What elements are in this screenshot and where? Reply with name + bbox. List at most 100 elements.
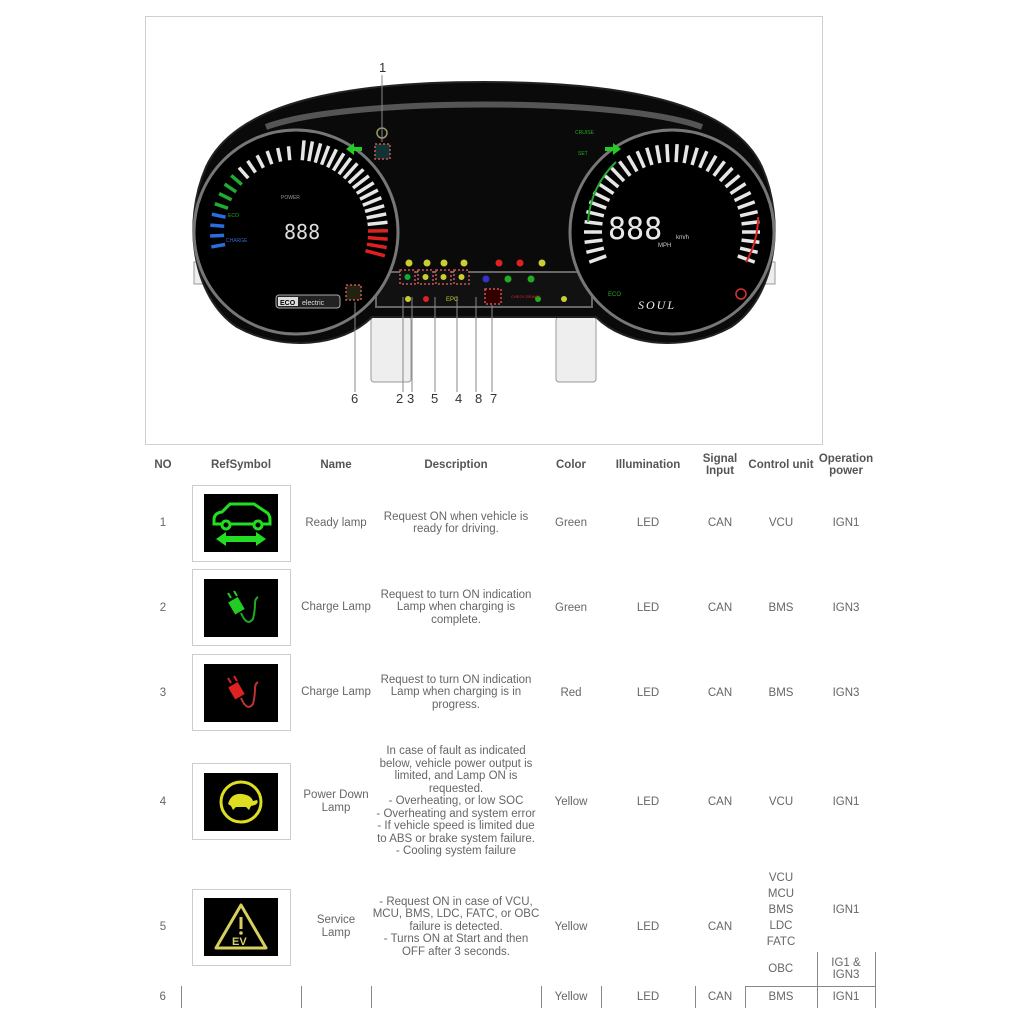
- gauge-segment: [597, 182, 615, 195]
- ref-symbol: [191, 654, 291, 731]
- callout-7: 7: [490, 391, 498, 406]
- gauge-segment: [223, 182, 238, 194]
- row-control-unit: VCU MCU BMS LDC FATC: [766, 872, 796, 948]
- header-illumination: Illumination: [615, 459, 681, 471]
- warning-lamp-icon: [538, 259, 546, 267]
- ref-symbol: [191, 484, 291, 562]
- gauge-segment: [331, 152, 346, 172]
- row-symbol-empty: [181, 986, 302, 1008]
- gauge-segment: [737, 200, 756, 210]
- gauge-segment: [682, 145, 690, 164]
- gauge-segment: [741, 220, 760, 226]
- callout-3: 3: [407, 391, 415, 406]
- warning-lamp-icon: [516, 259, 524, 267]
- gauge-segment: [307, 141, 315, 162]
- callout-8: 8: [475, 391, 483, 406]
- ref-symbol: [191, 763, 291, 840]
- gauge-segment: [218, 192, 233, 202]
- header-color: Color: [555, 459, 587, 471]
- charge-zone-label: CHARGE: [226, 238, 248, 244]
- row-name: Charge Lamp: [301, 601, 371, 613]
- indicator-lamp-icon: [422, 274, 429, 280]
- warning-lamp-icon: [440, 259, 448, 267]
- svg-text:electric: electric: [302, 300, 325, 307]
- leader-lines: [354, 75, 493, 392]
- gauge-segment: [214, 202, 229, 210]
- table-header-row: NO RefSymbol Name Description Color Illu…: [145, 449, 875, 481]
- row-signal-input: CAN: [707, 517, 733, 529]
- gauge-segment: [741, 238, 760, 244]
- row-operation-power: IGN3: [832, 601, 860, 614]
- callout-box-1: [374, 143, 391, 160]
- row-color: Yellow: [541, 986, 602, 1008]
- gauge-segment: [300, 140, 306, 161]
- row-description: In case of fault as indicated below, veh…: [376, 745, 536, 858]
- cruise-label: CRUISE: [575, 130, 595, 136]
- row-no: 3: [159, 686, 167, 699]
- eco-zone-label: ECO: [228, 213, 239, 219]
- gauge-segment: [367, 220, 388, 227]
- gauge-segment: [635, 150, 646, 169]
- gauge-segment: [610, 166, 626, 183]
- row-description: Request to turn ON indication Lamp when …: [380, 588, 532, 626]
- row-illumination: LED: [636, 517, 660, 529]
- epc-indicator: EPC: [446, 297, 459, 303]
- row-operation-power: IGN3: [832, 686, 860, 699]
- gauge-segment: [364, 204, 385, 214]
- row-signal-input: CAN: [707, 921, 733, 933]
- gauge-segment: [210, 233, 225, 238]
- callout-box-7: [484, 288, 502, 305]
- gauge-segment: [665, 144, 670, 163]
- right-gauge-ring: [568, 128, 776, 336]
- row-no: 4: [159, 795, 167, 808]
- speed-gauge-bars: [584, 144, 760, 264]
- gauge-segment: [342, 162, 359, 180]
- svg-text:EV: EV: [232, 936, 247, 948]
- table-row: 1 Ready lamp Request ON when vehicle is …: [145, 481, 875, 565]
- gauge-segment: [347, 168, 365, 185]
- turtle-power-down-icon: [219, 780, 263, 823]
- table-row-sub: OBC IG1 & IGN3: [145, 952, 876, 986]
- warning-lamp-icon: [405, 259, 413, 267]
- gauge-segment: [588, 200, 607, 210]
- row-operation-power-extra: IG1 & IGN3: [816, 952, 876, 986]
- row-description-empty: [371, 986, 542, 1008]
- gauge-segment: [367, 235, 388, 241]
- eco-indicator: ECO: [608, 292, 621, 298]
- gauge-segment: [275, 147, 283, 163]
- row-illumination: LED: [636, 795, 660, 808]
- header-refsymbol: RefSymbol: [210, 459, 272, 471]
- row-illumination: LED: [636, 601, 660, 614]
- gauge-segment: [674, 144, 679, 163]
- gauge-segment: [698, 150, 709, 169]
- table-row: 3 Charge Lamp Request to turn ON indicat…: [145, 650, 875, 735]
- gauge-segment: [265, 150, 274, 165]
- ref-symbol: [191, 569, 291, 646]
- eco-electric-badge: ECO electric: [275, 294, 341, 309]
- row-signal-input: CAN: [707, 601, 733, 614]
- gauge-segment: [739, 246, 759, 254]
- gauge-segment: [230, 174, 243, 186]
- ready-lamp-icon: [212, 502, 272, 546]
- redline-arc: [745, 216, 760, 263]
- row-no: 2: [159, 601, 167, 614]
- gauge-segment: [366, 212, 387, 220]
- ref-symbol: EV: [191, 888, 291, 966]
- row-name: Charge Lamp: [301, 686, 371, 698]
- light-indicator-icon: [482, 275, 490, 283]
- gauge-segment: [592, 190, 611, 203]
- row-color: Yellow: [554, 795, 588, 808]
- row-color: Green: [555, 601, 587, 614]
- gauge-segment: [618, 160, 632, 177]
- left-gauge-ring: [192, 128, 400, 336]
- header-operation-power: Operation power: [818, 453, 874, 477]
- gauge-segment: [326, 148, 338, 169]
- row-color: Green: [555, 517, 587, 529]
- gauge-segment: [733, 190, 752, 203]
- table-row: 2 Charge Lamp Request to turn ON indicat…: [145, 565, 875, 650]
- table-row: 6 Yellow LED CAN BMS IGN1: [145, 985, 876, 1008]
- gauge-segment: [319, 145, 331, 166]
- light-indicator-icon: [527, 275, 535, 283]
- row-operation-power: IGN1: [832, 517, 860, 529]
- gauge-segment: [211, 242, 226, 249]
